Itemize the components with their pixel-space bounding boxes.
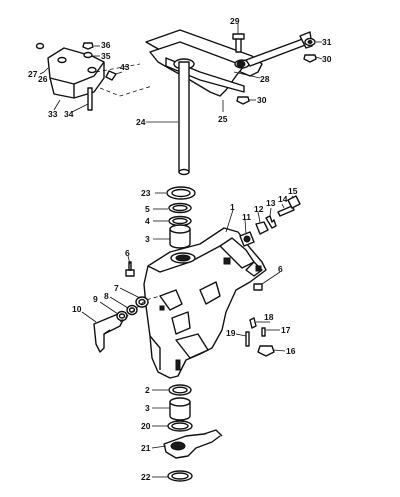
- nut-30-right: [303, 54, 317, 63]
- spring-13: [265, 215, 277, 229]
- nut-30-lower: [236, 96, 250, 105]
- bushing-11: [239, 231, 255, 247]
- callout-6-right: 6: [278, 264, 283, 274]
- callout-33: 33: [48, 109, 58, 119]
- callout-43: 43: [120, 62, 130, 72]
- callout-1: 1: [230, 202, 235, 212]
- callout-14: 14: [278, 194, 288, 204]
- pin-17: [261, 327, 266, 337]
- callout-3-upper: 3: [145, 234, 150, 244]
- swivel-bracket-1: [143, 227, 267, 379]
- callout-4: 4: [145, 216, 150, 226]
- retaining-ring-22: [167, 470, 193, 482]
- callout-10: 10: [72, 304, 82, 314]
- callout-15: 15: [288, 186, 298, 196]
- washer-27: [35, 42, 45, 50]
- callout-18: 18: [264, 312, 274, 322]
- pin-14: [277, 205, 295, 217]
- stud-34: [87, 87, 93, 111]
- callout-23: 23: [141, 188, 151, 198]
- washer-8: [126, 304, 138, 316]
- callout-5: 5: [145, 204, 150, 214]
- pin-19: [245, 331, 250, 347]
- callout-30-right: 30: [322, 54, 332, 64]
- washer-7: [135, 296, 149, 308]
- spring-18: [249, 317, 257, 329]
- callout-13: 13: [266, 198, 276, 208]
- callout-6-left: 6: [125, 248, 130, 258]
- screw-6-left: [125, 261, 135, 277]
- callout-34: 34: [64, 109, 74, 119]
- callout-24: 24: [136, 117, 146, 127]
- washer-5: [168, 202, 192, 214]
- callout-36: 36: [101, 40, 111, 50]
- callout-30-lower: 30: [257, 95, 267, 105]
- bushing-3-upper: [169, 224, 191, 249]
- nut-36: [82, 42, 94, 50]
- nut-12: [255, 221, 269, 235]
- callout-11: 11: [242, 212, 251, 222]
- callout-27: 27: [28, 69, 38, 79]
- bolt-29: [232, 33, 245, 53]
- callout-19: 19: [226, 328, 236, 338]
- washer-35: [83, 51, 93, 59]
- callout-21: 21: [141, 443, 151, 453]
- callout-29: 29: [230, 16, 240, 26]
- steering-yoke-21: [163, 429, 223, 459]
- seal-4: [168, 215, 192, 227]
- swivel-tube-24: [178, 61, 190, 176]
- bushing-3-lower: [169, 397, 191, 421]
- callout-7: 7: [114, 283, 119, 293]
- callout-12: 12: [254, 204, 264, 214]
- steering-link-rod: [245, 31, 313, 67]
- callout-8: 8: [104, 291, 109, 301]
- callout-3-lower: 3: [145, 403, 150, 413]
- callout-16: 16: [286, 346, 296, 356]
- washer-20: [167, 420, 193, 432]
- washer-23: [166, 186, 196, 200]
- callout-22: 22: [141, 472, 151, 482]
- nut-31: [304, 37, 316, 47]
- callout-25: 25: [218, 114, 228, 124]
- nut-16: [257, 345, 275, 357]
- callout-17: 17: [281, 325, 291, 335]
- callout-28: 28: [260, 74, 270, 84]
- screw-6-right: [253, 283, 263, 291]
- tube-clamp-33: [47, 47, 153, 99]
- callout-labels: 29 31 30 28 30 25 24 36 35 43 27 26 33 3…: [28, 16, 332, 482]
- steering-arm-assembly: [145, 29, 263, 97]
- washer-2: [168, 384, 192, 396]
- callout-35: 35: [101, 51, 111, 61]
- screw-43: [105, 70, 117, 81]
- callout-9: 9: [93, 294, 98, 304]
- washer-9: [116, 310, 128, 322]
- leader-lines: [39, 24, 323, 478]
- callout-31: 31: [322, 37, 332, 47]
- callout-20: 20: [141, 421, 151, 431]
- callout-2-lower: 2: [145, 385, 150, 395]
- callout-26: 26: [38, 74, 48, 84]
